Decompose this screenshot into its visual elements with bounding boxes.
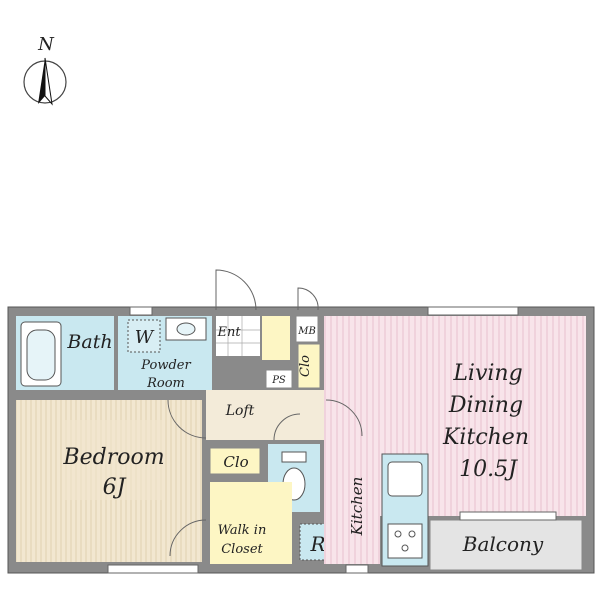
sink-basin-icon bbox=[387, 461, 423, 497]
small-closet bbox=[297, 343, 321, 389]
window-balcony bbox=[459, 511, 557, 521]
pipe-space bbox=[265, 369, 293, 389]
compass: N bbox=[23, 34, 67, 106]
kitchen-strip bbox=[324, 440, 380, 564]
walk-in-closet-label-2: Closet bbox=[221, 542, 263, 557]
shoe-closet bbox=[262, 316, 290, 360]
walk-in-closet bbox=[210, 482, 292, 564]
window-bottom-left bbox=[107, 564, 199, 574]
bedroom-door[interactable] bbox=[167, 399, 207, 439]
entry-door[interactable] bbox=[215, 269, 257, 311]
entrance-tile-icon bbox=[216, 316, 260, 356]
powder-room-label-2: Room bbox=[146, 376, 185, 391]
walk-in-closet-door[interactable] bbox=[169, 519, 207, 557]
kitchen-label: Kitchen bbox=[348, 477, 366, 537]
small-closet-label: Clo bbox=[298, 355, 313, 377]
walk-in-closet-label-1: Walk in bbox=[218, 523, 267, 538]
meter-box-label: MB bbox=[297, 326, 316, 337]
entrance-label: Ent bbox=[216, 325, 241, 340]
powder-room-label-1: Powder bbox=[140, 358, 191, 373]
washer-label: W bbox=[135, 327, 155, 348]
loft-label: Loft bbox=[225, 403, 255, 419]
ldk-label-4: 10.5J bbox=[459, 457, 518, 482]
compass-label: N bbox=[37, 34, 55, 55]
bathtub-icon bbox=[20, 321, 62, 387]
loft-hall bbox=[206, 390, 324, 440]
sink-icon bbox=[165, 317, 207, 341]
ldk-door[interactable] bbox=[325, 399, 363, 437]
window-bottom-right bbox=[345, 564, 369, 574]
refrigerator-label: R bbox=[309, 532, 325, 556]
window-top-left bbox=[129, 306, 153, 316]
toilet-door[interactable] bbox=[273, 413, 301, 441]
bedroom-rug bbox=[62, 420, 164, 500]
stove-icon bbox=[387, 523, 423, 559]
bath-label: Bath bbox=[66, 331, 112, 353]
balcony bbox=[429, 519, 583, 571]
balcony-label: Balcony bbox=[462, 532, 544, 556]
ldk-label-2: Dining bbox=[448, 393, 523, 418]
north-arrow-icon bbox=[23, 57, 67, 106]
meter-box-door[interactable] bbox=[297, 287, 319, 311]
ldk-label-1: Living bbox=[452, 361, 522, 386]
pipe-space-label: PS bbox=[271, 375, 286, 386]
ldk-label-3: Kitchen bbox=[442, 425, 529, 450]
entrance bbox=[216, 316, 260, 356]
bedroom-label-1: Bedroom bbox=[62, 445, 164, 470]
window-top-right bbox=[427, 306, 519, 316]
kitchen-counter bbox=[381, 453, 429, 567]
lower-closet bbox=[209, 447, 261, 475]
meter-box bbox=[295, 315, 319, 343]
lower-closet-label: Clo bbox=[223, 453, 248, 471]
washer-icon bbox=[127, 319, 161, 353]
bedroom-label-2: 6J bbox=[103, 475, 127, 500]
